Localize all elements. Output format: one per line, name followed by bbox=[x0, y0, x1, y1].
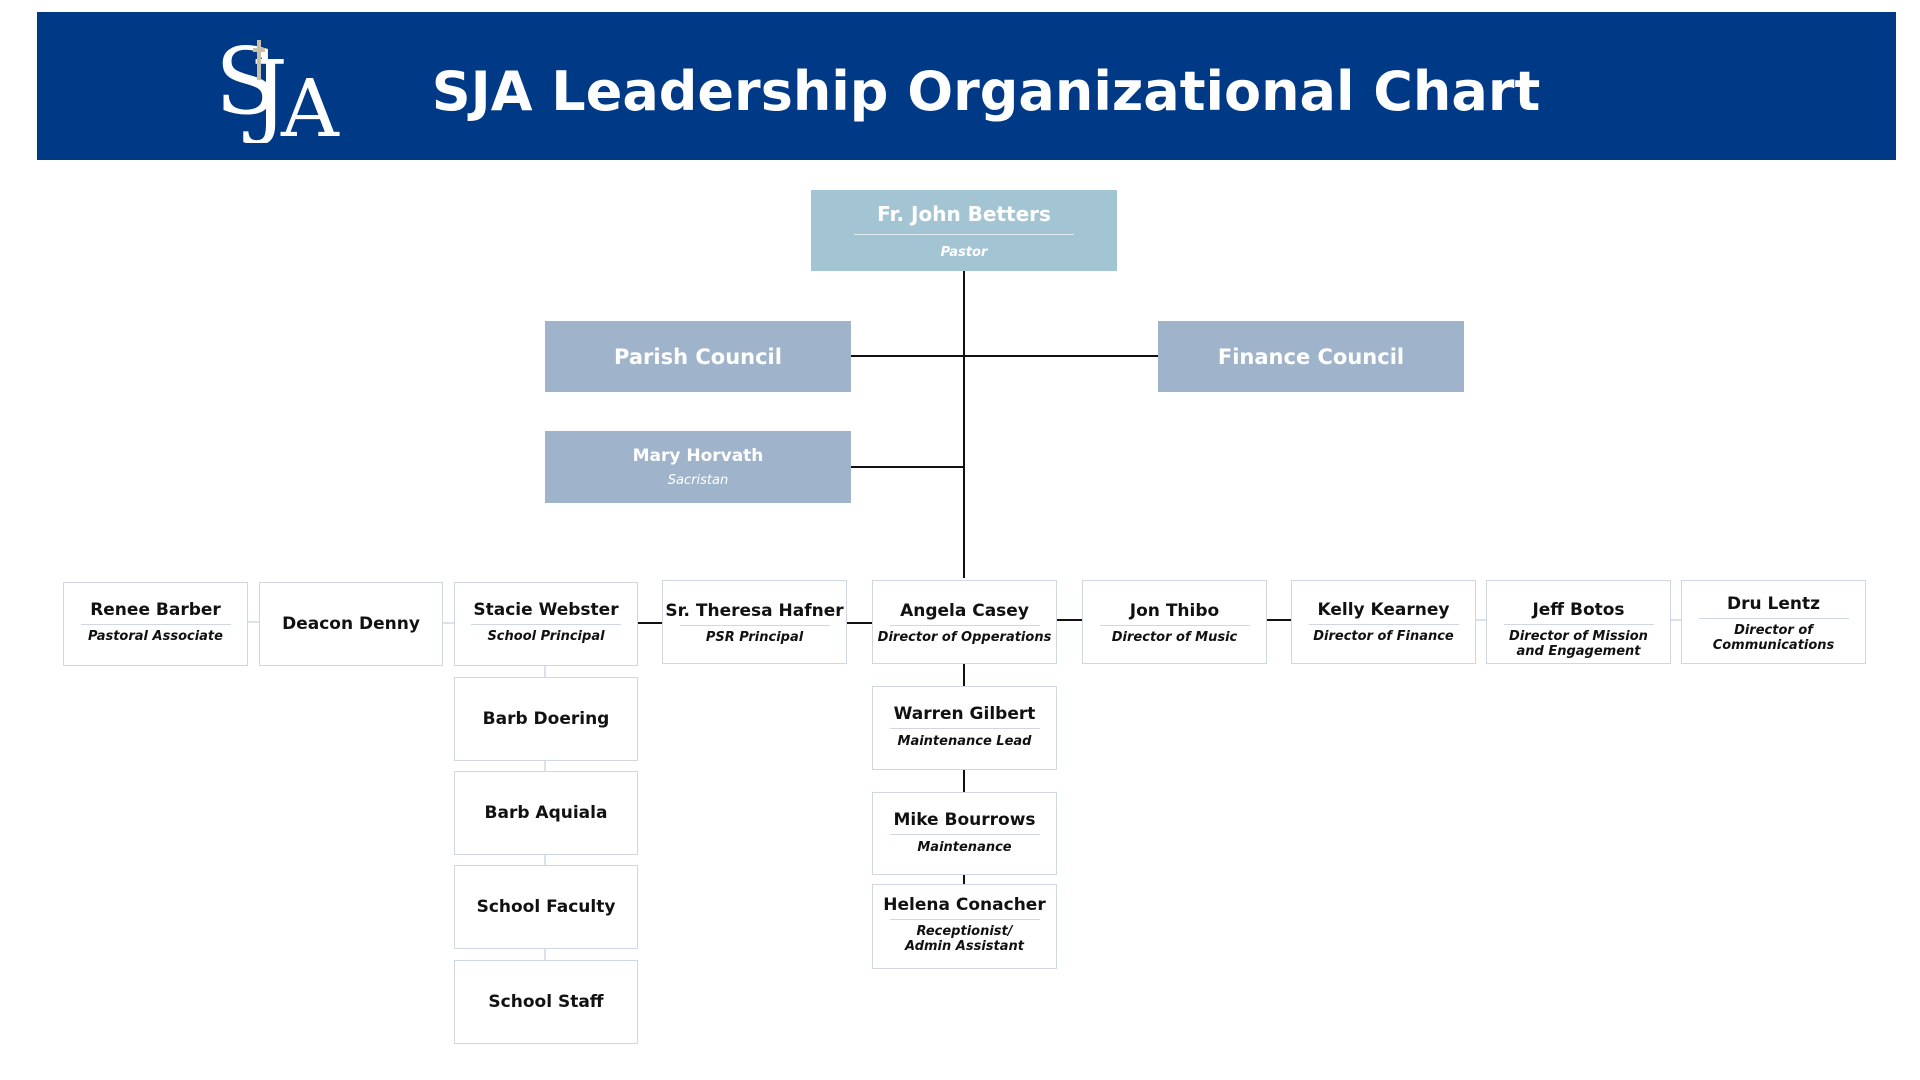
staff-name: Stacie Webster bbox=[473, 600, 619, 620]
card-separator bbox=[1698, 618, 1849, 619]
staff-card-theresa-hafner: Sr. Theresa Hafner PSR Principal bbox=[662, 580, 847, 664]
staff-name: Dru Lentz bbox=[1726, 594, 1820, 614]
card-separator bbox=[679, 625, 830, 626]
staff-role: Pastoral Associate bbox=[88, 629, 223, 644]
card-separator bbox=[889, 728, 1040, 729]
svg-text:S: S bbox=[215, 28, 278, 135]
pastor-node: Fr. John Betters Pastor bbox=[811, 190, 1117, 271]
svg-text:A: A bbox=[280, 62, 340, 143]
staff-role: Director of Opperations bbox=[877, 630, 1052, 645]
report-name: School Faculty bbox=[476, 897, 616, 917]
staff-card-deacon-denny: Deacon Denny bbox=[259, 582, 443, 666]
pastor-name: Fr. John Betters bbox=[877, 202, 1051, 226]
staff-card-jeff-botos: Jeff Botos Director of Mission and Engag… bbox=[1486, 580, 1671, 664]
finance-council-node: Finance Council bbox=[1158, 321, 1464, 392]
report-name: Barb Aquiala bbox=[484, 803, 608, 823]
pastor-role: Pastor bbox=[940, 245, 988, 260]
header-banner bbox=[37, 12, 1896, 160]
report-role: Maintenance bbox=[917, 840, 1012, 855]
operations-report-card: Mike Bourrows Maintenance bbox=[872, 792, 1057, 875]
sacristan-node: Mary Horvath Sacristan bbox=[545, 431, 851, 503]
card-separator bbox=[889, 919, 1040, 920]
staff-name: Kelly Kearney bbox=[1317, 600, 1450, 620]
card-separator bbox=[1099, 625, 1250, 626]
operations-report-card: Helena Conacher Receptionist/ Admin Assi… bbox=[872, 884, 1057, 969]
report-name: School Staff bbox=[488, 992, 604, 1012]
staff-role: Director of Finance bbox=[1313, 629, 1454, 644]
card-separator bbox=[471, 624, 621, 625]
school-report-card: Barb Aquiala bbox=[454, 771, 638, 855]
staff-role: Director of Communications bbox=[1712, 623, 1835, 653]
staff-name: Sr. Theresa Hafner bbox=[665, 601, 844, 621]
staff-card-stacie-webster: Stacie Webster School Principal bbox=[454, 582, 638, 666]
staff-role: Director of Music bbox=[1111, 630, 1238, 645]
card-separator bbox=[80, 624, 231, 625]
school-report-card: Barb Doering bbox=[454, 677, 638, 761]
school-report-card: School Staff bbox=[454, 960, 638, 1044]
card-separator bbox=[1308, 624, 1459, 625]
staff-name: Renee Barber bbox=[90, 600, 221, 620]
school-report-card: School Faculty bbox=[454, 865, 638, 949]
card-separator bbox=[889, 625, 1040, 626]
staff-card-dru-lentz: Dru Lentz Director of Communications bbox=[1681, 580, 1866, 664]
operations-report-card: Warren Gilbert Maintenance Lead bbox=[872, 686, 1057, 770]
sacristan-role: Sacristan bbox=[667, 473, 729, 488]
staff-role: School Principal bbox=[487, 629, 605, 644]
staff-name: Deacon Denny bbox=[282, 614, 420, 634]
report-role: Maintenance Lead bbox=[897, 734, 1032, 749]
sacristan-name: Mary Horvath bbox=[632, 446, 764, 466]
report-name: Barb Doering bbox=[482, 709, 610, 729]
staff-role: Director of Mission and Engagement bbox=[1509, 629, 1648, 659]
staff-name: Jon Thibo bbox=[1129, 601, 1220, 621]
card-separator bbox=[889, 834, 1040, 835]
staff-card-renee-barber: Renee Barber Pastoral Associate bbox=[63, 582, 248, 666]
pastor-separator bbox=[854, 234, 1074, 235]
page-title: SJA Leadership Organizational Chart bbox=[431, 60, 1541, 123]
report-name: Helena Conacher bbox=[883, 895, 1046, 915]
sja-logo: S J A bbox=[215, 28, 340, 143]
svg-text:J: J bbox=[243, 41, 288, 143]
staff-name: Angela Casey bbox=[900, 601, 1029, 621]
staff-card-angela-casey: Angela Casey Director of Opperations bbox=[872, 580, 1057, 664]
staff-role: PSR Principal bbox=[705, 630, 804, 645]
report-name: Mike Bourrows bbox=[893, 810, 1036, 830]
staff-card-kelly-kearney: Kelly Kearney Director of Finance bbox=[1291, 580, 1476, 664]
parish-council-node: Parish Council bbox=[545, 321, 851, 392]
card-separator bbox=[1503, 624, 1654, 625]
staff-name: Jeff Botos bbox=[1532, 600, 1625, 620]
report-name: Warren Gilbert bbox=[893, 704, 1036, 724]
report-role: Receptionist/ Admin Assistant bbox=[905, 924, 1024, 954]
staff-card-jon-thibo: Jon Thibo Director of Music bbox=[1082, 580, 1267, 664]
